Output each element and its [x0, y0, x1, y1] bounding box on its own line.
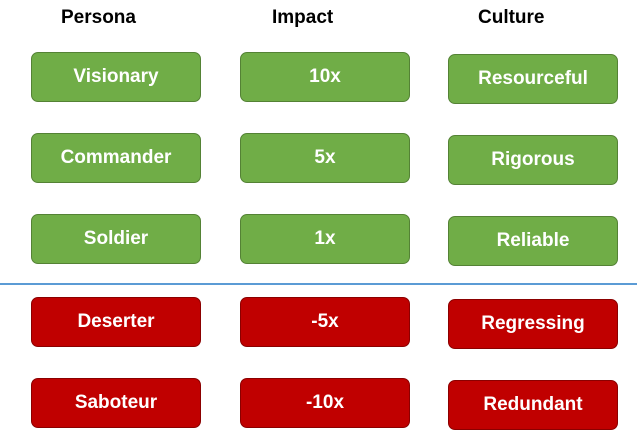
persona-box-saboteur: Saboteur: [31, 378, 201, 428]
header-culture: Culture: [478, 7, 545, 28]
persona-box-deserter: Deserter: [31, 297, 201, 347]
culture-box-rigorous: Rigorous: [448, 135, 618, 185]
impact-box-1x: 1x: [240, 214, 410, 264]
persona-box-soldier: Soldier: [31, 214, 201, 264]
impact-box-minus-5x: -5x: [240, 297, 410, 347]
culture-box-redundant: Redundant: [448, 380, 618, 430]
culture-box-resourceful: Resourceful: [448, 54, 618, 104]
culture-box-regressing: Regressing: [448, 299, 618, 349]
persona-box-commander: Commander: [31, 133, 201, 183]
persona-box-visionary: Visionary: [31, 52, 201, 102]
impact-box-10x: 10x: [240, 52, 410, 102]
header-impact: Impact: [272, 7, 334, 28]
divider-line: [0, 283, 637, 285]
impact-box-minus-10x: -10x: [240, 378, 410, 428]
header-persona: Persona: [61, 7, 136, 28]
culture-box-reliable: Reliable: [448, 216, 618, 266]
impact-box-5x: 5x: [240, 133, 410, 183]
